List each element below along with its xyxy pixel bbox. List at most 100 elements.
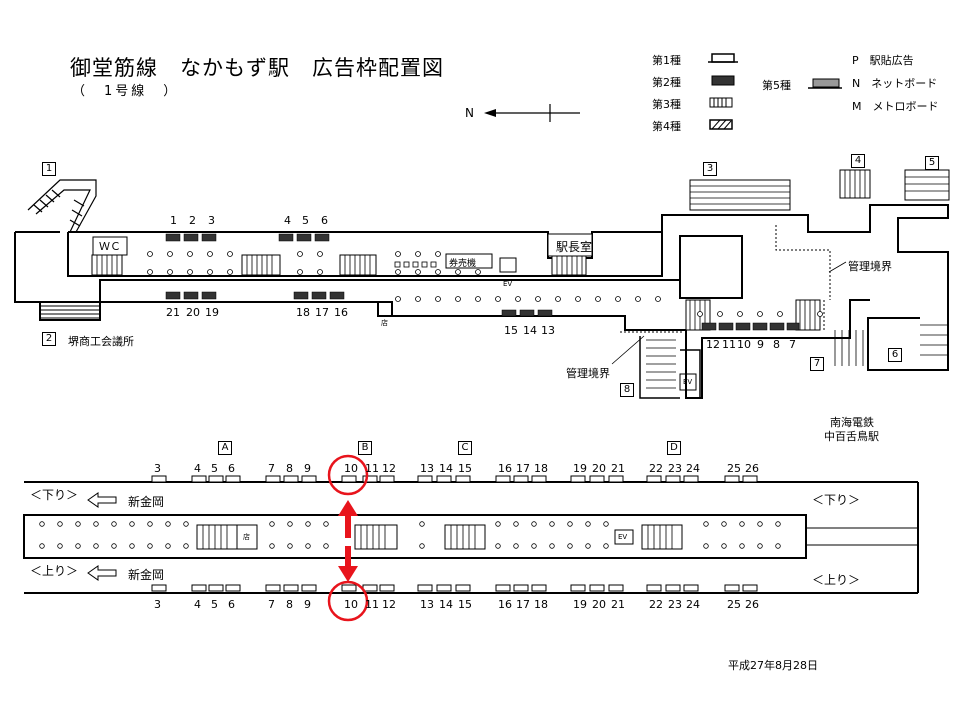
- down-ad-num-17: 17: [516, 462, 530, 475]
- platform-column: [739, 543, 745, 549]
- up-ad-num-19: 19: [573, 598, 587, 611]
- highlight-arrow-up: [338, 500, 358, 516]
- exit-5-label: 5: [925, 156, 939, 170]
- platform-column: [603, 543, 609, 549]
- platform-column: [513, 543, 519, 549]
- platform-column: [721, 543, 727, 549]
- down-ad-slot-18: [531, 475, 547, 483]
- platform-column: [93, 521, 99, 527]
- down-ad-num-15: 15: [458, 462, 472, 475]
- ad-num-12: 12: [706, 338, 720, 351]
- platform-column: [323, 543, 329, 549]
- platform-column: [305, 521, 311, 527]
- ad-num-21: 21: [166, 306, 180, 319]
- platform-column: [567, 543, 573, 549]
- platform-column: [703, 543, 709, 549]
- legend-type1: 第1種: [652, 54, 681, 67]
- platform-column: [75, 543, 81, 549]
- exit-7-label: 7: [810, 357, 824, 371]
- up-ad-num-23: 23: [668, 598, 682, 611]
- up-ad-num-5: 5: [211, 598, 218, 611]
- up-ad-num-17: 17: [516, 598, 530, 611]
- down-ad-num-24: 24: [686, 462, 700, 475]
- up-ad-slot-21: [608, 584, 624, 592]
- platform-column: [287, 543, 293, 549]
- up-ad-slot-25: [724, 584, 740, 592]
- up-label-right: ＜上り＞: [812, 573, 861, 587]
- platform-column: [757, 521, 763, 527]
- section-b: B: [358, 441, 372, 455]
- up-ad-slot-24: [683, 584, 699, 592]
- station-master-room: [547, 233, 593, 257]
- platform-column: [531, 543, 537, 549]
- ad-num-2: 2: [189, 214, 196, 227]
- ad-num-16: 16: [334, 306, 348, 319]
- legend-code-m: M メトロボード: [852, 100, 939, 113]
- up-ad-slot-7: [265, 584, 281, 592]
- stair-treads: [96, 170, 949, 389]
- down-ad-num-25: 25: [727, 462, 741, 475]
- platform-shop-label: 店: [243, 533, 250, 541]
- ad-num-9: 9: [757, 338, 764, 351]
- platform-column: [129, 543, 135, 549]
- concourse-ev: [499, 257, 517, 273]
- destination-up: 新金岡: [128, 568, 165, 582]
- down-ad-num-16: 16: [498, 462, 512, 475]
- platform-column: [287, 521, 293, 527]
- legend-type2: 第2種: [652, 76, 681, 89]
- down-label-right: ＜下り＞: [812, 493, 861, 507]
- down-ad-num-14: 14: [439, 462, 453, 475]
- destination-down: 新金岡: [128, 495, 165, 509]
- down-ad-slot-8: [283, 475, 299, 483]
- legend-code-n: N ネットボード: [852, 77, 938, 90]
- platform-column: [495, 543, 501, 549]
- down-ad-slot-5: [208, 475, 224, 483]
- down-ad-num-3: 3: [154, 462, 161, 475]
- up-ad-num-9: 9: [304, 598, 311, 611]
- up-ad-slot-17: [513, 584, 529, 592]
- platform-column: [93, 543, 99, 549]
- up-ad-slot-19: [570, 584, 586, 592]
- legend-type4: 第4種: [652, 120, 681, 133]
- ad-num-13: 13: [541, 324, 555, 337]
- direction-arrows: [87, 492, 117, 581]
- platform-column: [111, 521, 117, 527]
- revision-date: 平成27年8月28日: [728, 659, 818, 672]
- platform-column: [165, 521, 171, 527]
- up-ad-num-4: 4: [194, 598, 201, 611]
- exit-6-label: 6: [888, 348, 902, 362]
- platform-column: [549, 543, 555, 549]
- platform-column: [129, 521, 135, 527]
- platform-column: [183, 543, 189, 549]
- up-ad-slot-26: [742, 584, 758, 592]
- up-ad-slot-23: [665, 584, 681, 592]
- up-ad-num-6: 6: [228, 598, 235, 611]
- legend-symbol-type4: [709, 119, 733, 130]
- up-ad-num-20: 20: [592, 598, 606, 611]
- down-ad-num-12: 12: [382, 462, 396, 475]
- platform-column: [39, 543, 45, 549]
- up-ad-num-12: 12: [382, 598, 396, 611]
- platform-column: [603, 521, 609, 527]
- platform-column: [419, 521, 425, 527]
- ad-num-15: 15: [504, 324, 518, 337]
- down-ad-slot-13: [417, 475, 433, 483]
- ticket-machine: [445, 253, 493, 269]
- up-ad-slot-6: [225, 584, 241, 592]
- platform-ev-label: EV: [618, 533, 628, 541]
- up-ad-num-11: 11: [365, 598, 379, 611]
- down-ad-num-5: 5: [211, 462, 218, 475]
- exit-8-area: [639, 336, 701, 399]
- exit-1-label: 1: [42, 162, 56, 176]
- platform-ads: [151, 475, 758, 592]
- up-ad-num-21: 21: [611, 598, 625, 611]
- exit-2-stairs: [40, 305, 100, 319]
- legend-symbol-type5: [812, 78, 840, 88]
- platform-column: [147, 521, 153, 527]
- up-ad-slot-4: [191, 584, 207, 592]
- up-ad-slot-12: [379, 584, 395, 592]
- exit-8-ev-label: EV: [683, 378, 693, 386]
- platform-column: [75, 521, 81, 527]
- ticket-gates: [394, 261, 437, 268]
- up-ad-slot-3: [151, 584, 167, 592]
